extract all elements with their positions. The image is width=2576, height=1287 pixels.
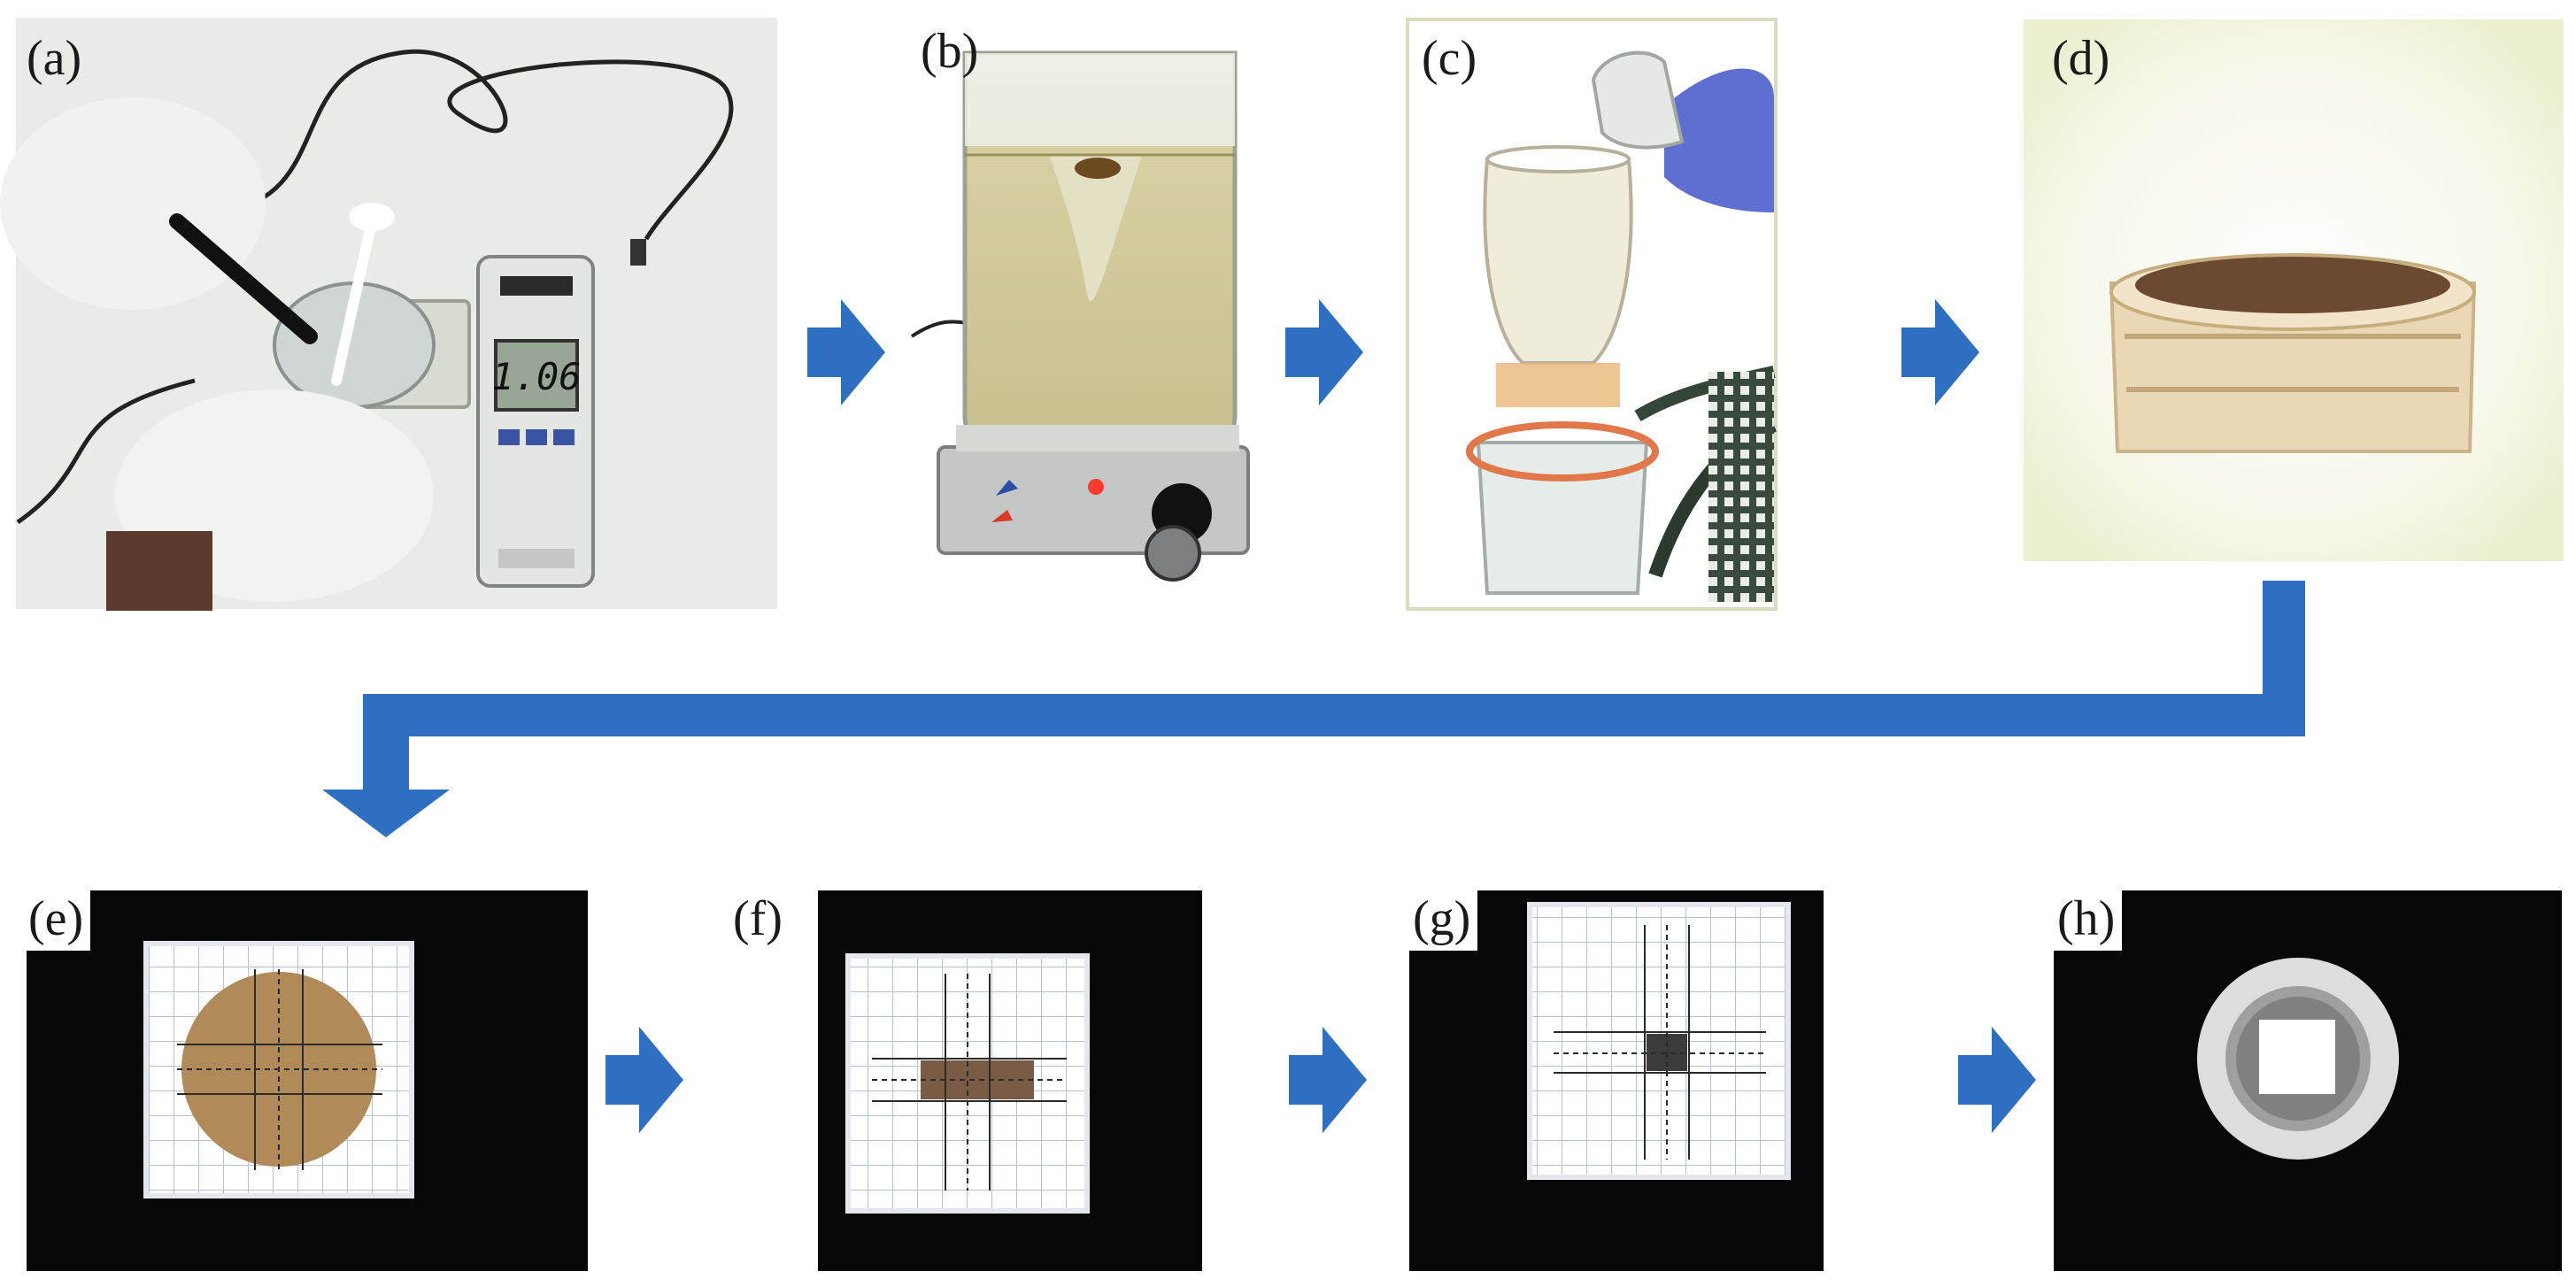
- arrow-a-to-b: [807, 299, 885, 405]
- label-panel-e: (e): [25, 890, 91, 951]
- arrow-g-to-h: [1958, 1027, 2036, 1133]
- label-panel-b: (b): [921, 24, 979, 79]
- panel-f-cut-strip: [818, 890, 1202, 1271]
- arrow-e-to-f: [605, 1027, 683, 1133]
- arrow-c-to-d: [1901, 299, 1979, 405]
- label-panel-h: (h): [2054, 890, 2123, 951]
- label-panel-f: (f): [729, 890, 790, 951]
- arrow-f-to-g: [1289, 1027, 1367, 1133]
- panel-g-square-sample: [1409, 890, 1824, 1271]
- panel-c-vacuum-filtration: [1406, 18, 1778, 611]
- panel-h-mounted-sample: [2054, 890, 2562, 1271]
- label-panel-a: (a): [27, 31, 82, 86]
- arrow-d-to-e: [322, 581, 2305, 837]
- arrow-b-to-c: [1285, 299, 1363, 405]
- flow-arrows: [322, 299, 2305, 1133]
- panel-d-filtered-residue: [2024, 19, 2564, 561]
- panel-e-filter-disc: [27, 890, 588, 1271]
- label-panel-g: (g): [1409, 890, 1478, 951]
- panel-b-stirring-beaker: [910, 18, 1259, 609]
- label-panel-c: (c): [1422, 31, 1477, 86]
- panel-a-ph-measurement: 1.06: [0, 18, 777, 611]
- label-panel-d: (d): [2052, 31, 2110, 86]
- meter-reading: 1.06: [491, 355, 581, 398]
